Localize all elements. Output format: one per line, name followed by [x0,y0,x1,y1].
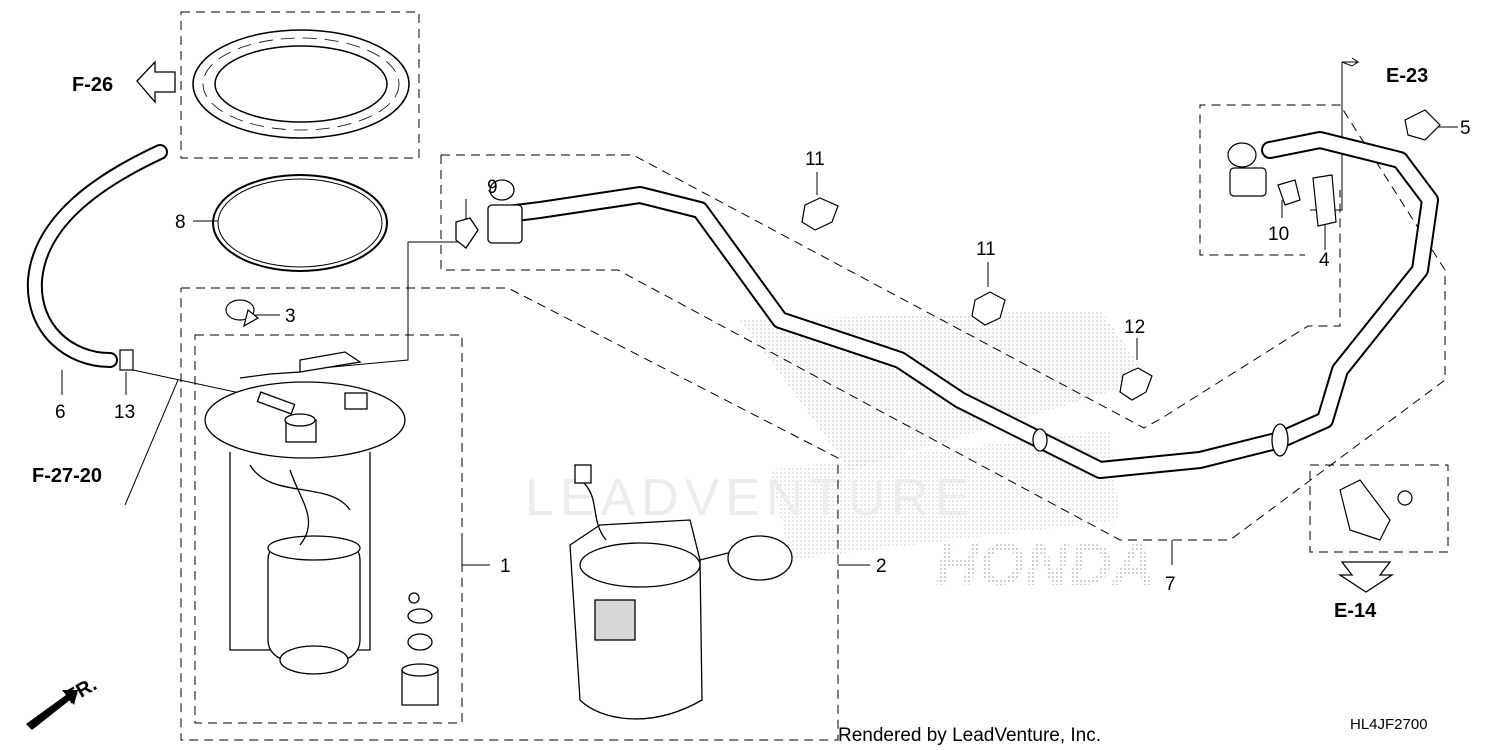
part-number-9: 9 [487,177,498,198]
front-arrow-icon [26,690,78,730]
hose-group-box-upper [441,154,1341,429]
quick-connector-left [455,179,523,249]
flange-ring [192,29,410,139]
quick-connector-right [1227,142,1337,227]
group-outlines [180,11,1449,741]
part-number-8: 8 [175,212,186,233]
arrow-down-icon [1337,561,1395,593]
clamp-group-box [1309,464,1449,553]
clip-part-5 [1404,109,1441,141]
hose-clips [801,197,1153,401]
ref-arrows [26,57,1395,730]
clamp-bracket [1339,479,1413,541]
footer-credit: Rendered by LeadVenture, Inc. [838,725,1101,746]
reference-labels: F-26 F-27-20 E-23 E-14 FR. [32,65,1428,709]
pump-subgroup-box [194,334,463,724]
ref-f-26: F-26 [72,74,113,96]
part-number-5: 5 [1460,118,1471,139]
brand-watermark: HONDA [935,531,1155,598]
part-number-11b: 11 [976,239,996,260]
hose-left [26,144,168,371]
main-hose [491,131,1439,479]
hose-group-box-outer [440,104,1446,541]
flange-group-box [180,11,420,159]
ref-e-14: E-14 [1334,600,1377,622]
pump-group-box [180,287,839,741]
part-number-12: 12 [1124,317,1145,338]
clip-part-3 [225,299,260,328]
fuel-pump-assembly [204,351,439,706]
part-number-4: 4 [1319,250,1330,271]
ref-f-27-20: F-27-20 [32,465,102,487]
part-number-6: 6 [55,402,66,423]
part-number-13: 13 [114,402,135,423]
part-number-10: 10 [1268,224,1289,245]
part-number-11a: 11 [805,149,825,170]
o-ring [212,174,388,272]
fuel-pump-module [569,464,793,720]
diagram-code: HL4JF2700 [1350,716,1428,733]
part-number-labels: 1 2 3 4 5 6 7 8 9 10 11 11 12 13 [55,118,1471,595]
part-number-7: 7 [1165,574,1176,595]
leadventure-watermark: LEADVENTURE [525,469,975,527]
ref-e-23: E-23 [1386,65,1428,87]
arrow-left-icon [136,60,176,104]
front-label: FR. [62,673,101,708]
part-number-2: 2 [876,556,887,577]
part-number-1: 1 [500,556,511,577]
part-number-3: 3 [285,306,296,327]
